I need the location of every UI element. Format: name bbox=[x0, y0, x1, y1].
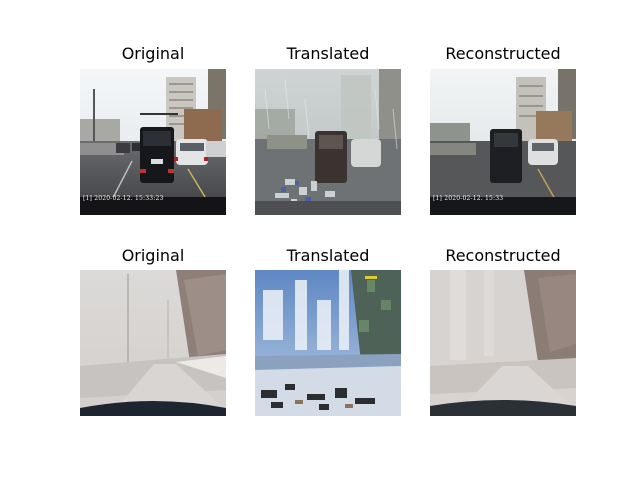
reconstructed-snow-road-image bbox=[430, 270, 576, 416]
panel-title-original-row1: Original bbox=[121, 44, 185, 63]
panel-title-reconstructed-row2: Reconstructed bbox=[445, 246, 561, 265]
reconstructed-city-image: [1] 2020-02-12. 15:33 bbox=[430, 69, 576, 215]
panel-title-translated-row2: Translated bbox=[286, 246, 370, 265]
timestamp-overlay: [1] 2020-02-12. 15:33:23 bbox=[83, 195, 164, 202]
panel-title-original-row2: Original bbox=[121, 246, 185, 265]
original-snow-road-image bbox=[80, 270, 226, 416]
original-city-image: [1] 2020-02-12. 15:33:23 bbox=[80, 69, 226, 215]
panel-title-reconstructed-row1: Reconstructed bbox=[445, 44, 561, 63]
translated-city-image bbox=[255, 69, 401, 215]
panel-title-translated-row1: Translated bbox=[286, 44, 370, 63]
translated-snow-road-image bbox=[255, 270, 401, 416]
timestamp-overlay: [1] 2020-02-12. 15:33 bbox=[433, 195, 504, 202]
